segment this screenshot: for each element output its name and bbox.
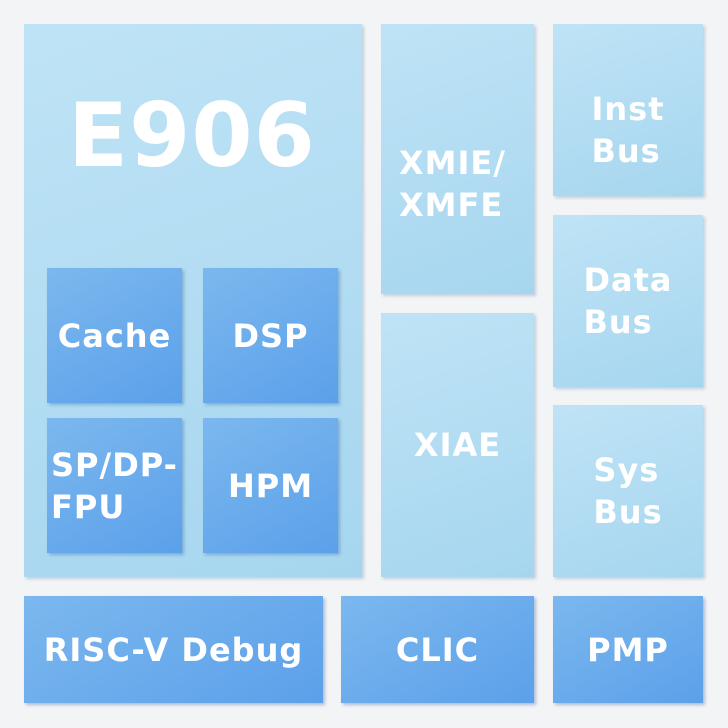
xmie-xmfe-block: XMIE/ XMFE: [381, 24, 534, 294]
dsp-block: DSP: [203, 268, 338, 403]
hpm-block: HPM: [203, 418, 338, 553]
hpm-label: HPM: [227, 466, 314, 505]
dsp-label: DSP: [232, 316, 309, 355]
xiae-label: XIAE: [413, 426, 502, 464]
cache-block: Cache: [47, 268, 182, 403]
pmp-label: PMP: [587, 630, 669, 669]
clic-block: CLIC: [341, 596, 534, 703]
inst-bus-block: Inst Bus: [553, 24, 703, 196]
xiae-block: XIAE: [381, 313, 534, 577]
sys-bus-block: Sys Bus: [553, 405, 703, 577]
risc-v-debug-label: RISC-V Debug: [43, 630, 304, 669]
risc-v-debug-block: RISC-V Debug: [24, 596, 323, 703]
data-bus-block: Data Bus: [553, 215, 703, 387]
data-bus-label: Data Bus: [583, 261, 673, 341]
pmp-block: PMP: [553, 596, 703, 703]
inst-bus-label: Inst Bus: [591, 90, 665, 170]
sys-bus-label: Sys Bus: [593, 451, 663, 531]
xmie-xmfe-label: XMIE/ XMFE: [399, 144, 506, 224]
clic-label: CLIC: [395, 630, 480, 669]
core-title: E906: [68, 84, 316, 187]
fpu-block: SP/DP- FPU: [47, 418, 182, 553]
fpu-label: SP/DP- FPU: [51, 445, 178, 526]
cache-label: Cache: [57, 316, 172, 355]
